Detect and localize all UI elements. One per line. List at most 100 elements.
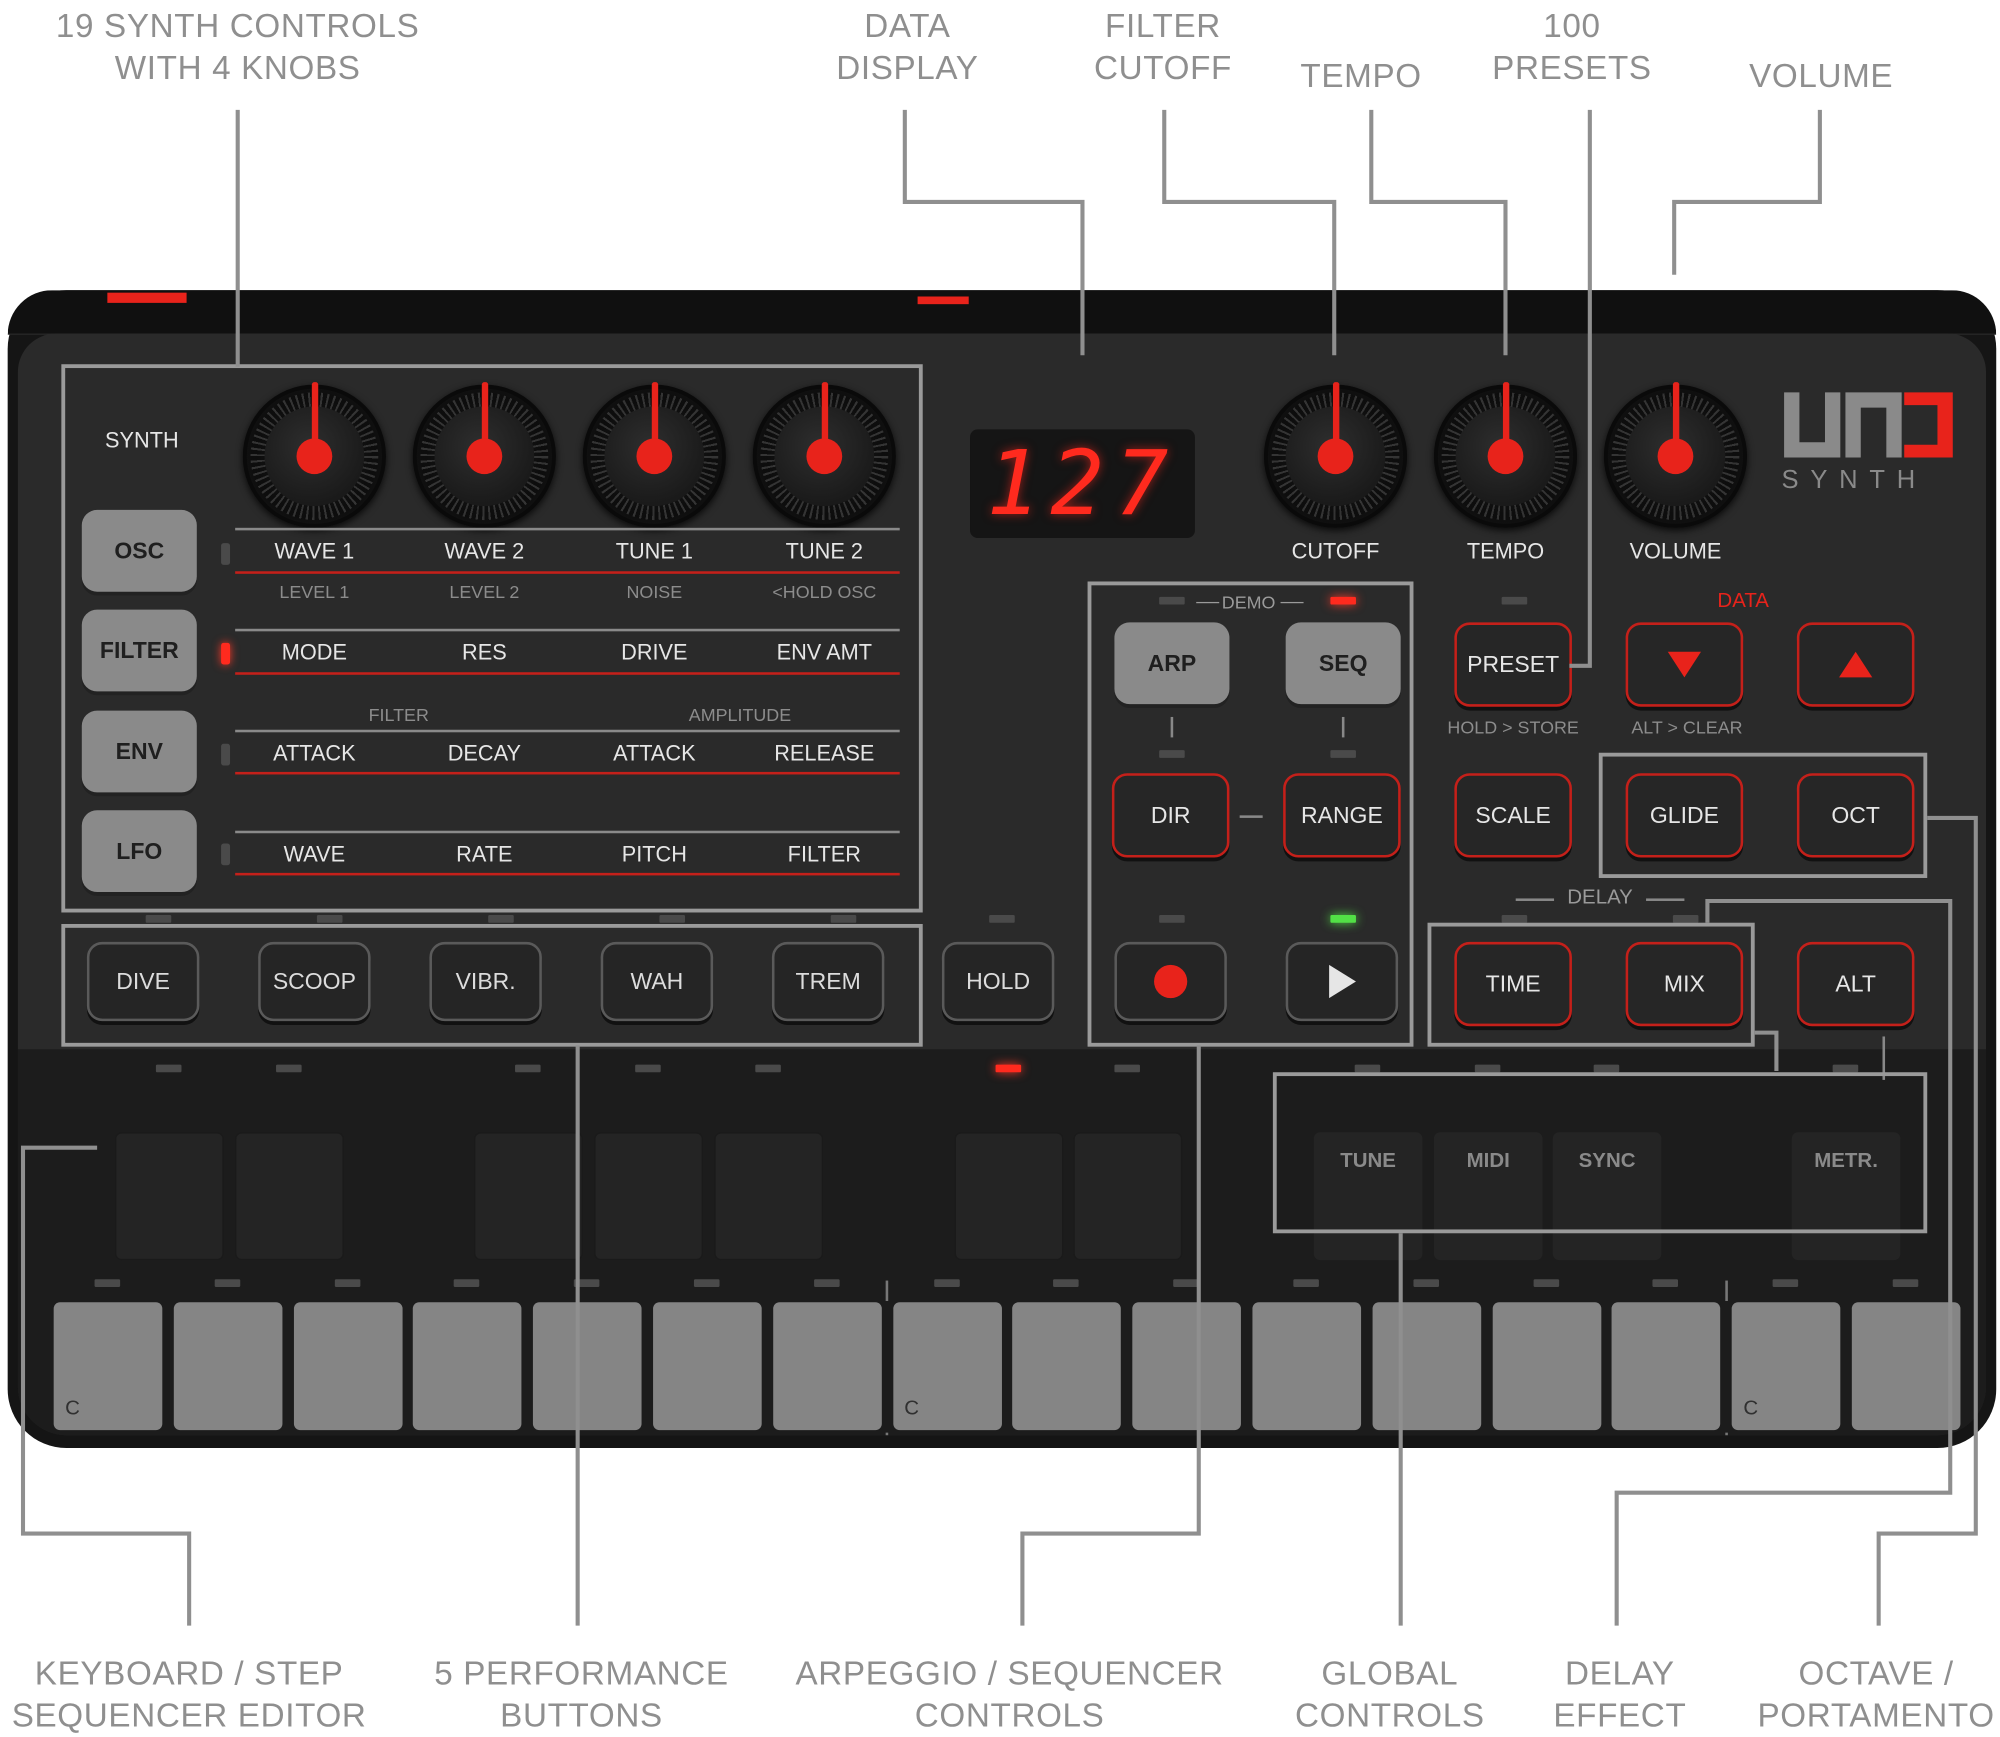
- black-key[interactable]: [954, 1132, 1064, 1261]
- synth-knob-3[interactable]: [582, 382, 726, 528]
- wah-button[interactable]: WAH: [600, 941, 714, 1022]
- delay-mix-button[interactable]: MIX: [1625, 941, 1744, 1027]
- osc-led: [221, 543, 231, 565]
- vibr-button[interactable]: VIBR.: [429, 941, 542, 1022]
- leader-arpeggio: [1020, 1045, 1201, 1626]
- leader-octave: [1876, 815, 1978, 1626]
- callout-line: DELAY: [1565, 1653, 1675, 1693]
- step-key[interactable]: [53, 1302, 163, 1431]
- data-display: 127: [970, 429, 1195, 539]
- hold-button[interactable]: HOLD: [941, 941, 1055, 1022]
- knob-pointer: [1672, 382, 1679, 457]
- callout-line: 5 PERFORMANCE: [434, 1653, 729, 1693]
- uno-logo-icon: [1784, 392, 1953, 458]
- data-down-button[interactable]: [1625, 622, 1744, 707]
- oct-button[interactable]: OCT: [1796, 773, 1915, 858]
- scale-button[interactable]: SCALE: [1454, 773, 1572, 858]
- param-level-2: LEVEL 2: [449, 581, 520, 602]
- octave-divider: [1725, 1432, 1728, 1436]
- play-button[interactable]: [1285, 941, 1399, 1022]
- step-key[interactable]: [892, 1302, 1002, 1431]
- step-key[interactable]: [772, 1302, 882, 1431]
- data-up-button[interactable]: [1796, 622, 1915, 707]
- dir-range-connector: [1239, 815, 1263, 818]
- black-key[interactable]: [115, 1132, 224, 1261]
- midi-key[interactable]: MIDI: [1433, 1132, 1543, 1261]
- callout-line: CONTROLS: [1294, 1695, 1485, 1735]
- osc-button[interactable]: OSC: [81, 509, 197, 592]
- trem-button[interactable]: TREM: [771, 941, 885, 1022]
- step-key[interactable]: [1132, 1302, 1242, 1431]
- callout-line: TEMPO: [1300, 56, 1422, 95]
- callout-performance: 5 PERFORMANCE BUTTONS: [415, 1652, 747, 1736]
- record-button[interactable]: [1114, 941, 1227, 1022]
- param-drive: DRIVE: [621, 640, 688, 665]
- callout-line: CUTOFF: [1093, 48, 1232, 87]
- step-key[interactable]: [1731, 1302, 1841, 1431]
- step-key[interactable]: [1851, 1302, 1961, 1431]
- step-key[interactable]: [413, 1302, 522, 1431]
- delay-frame: [1427, 922, 1755, 1047]
- param-row-red-line: [235, 571, 900, 574]
- key-led: [1892, 1279, 1919, 1287]
- callout-data-display: DATA DISPLAY: [805, 5, 1009, 89]
- step-key[interactable]: [1012, 1302, 1122, 1431]
- param-lfo-wave: WAVE: [283, 842, 346, 867]
- synth-device: SYNTH OSC FILTER ENV LFO WAVE 1 WAVE 2 T…: [7, 290, 1997, 1448]
- step-key[interactable]: [293, 1302, 403, 1431]
- env-button[interactable]: ENV: [81, 710, 197, 793]
- leader-volume: [1672, 109, 1822, 275]
- param-level-1: LEVEL 1: [279, 581, 350, 602]
- step-key[interactable]: [1492, 1302, 1601, 1431]
- glide-button[interactable]: GLIDE: [1625, 773, 1744, 858]
- dive-led: [145, 915, 172, 923]
- synth-knob-2[interactable]: [412, 382, 556, 528]
- param-row-red-line: [235, 771, 900, 775]
- delay-time-button[interactable]: TIME: [1454, 941, 1572, 1027]
- c-note-label: C: [65, 1398, 80, 1420]
- arp-button[interactable]: ARP: [1114, 622, 1230, 705]
- black-key[interactable]: [714, 1132, 824, 1261]
- dir-button[interactable]: DIR: [1111, 773, 1230, 858]
- performance-frame: [61, 923, 923, 1047]
- dive-button[interactable]: DIVE: [86, 941, 200, 1022]
- cutoff-knob[interactable]: [1263, 382, 1408, 528]
- black-key[interactable]: [235, 1132, 344, 1261]
- synth-knob-4[interactable]: [752, 382, 896, 528]
- knob-pointer: [651, 382, 658, 457]
- preset-button[interactable]: PRESET: [1454, 622, 1572, 707]
- step-key[interactable]: [533, 1302, 642, 1431]
- black-key[interactable]: [594, 1132, 703, 1261]
- tempo-knob[interactable]: [1433, 382, 1578, 528]
- step-key[interactable]: [1612, 1302, 1721, 1431]
- step-key[interactable]: [653, 1302, 762, 1431]
- param-row-red-line: [235, 672, 900, 675]
- seq-button[interactable]: SEQ: [1285, 622, 1401, 705]
- knob-cap: [806, 438, 843, 475]
- filter-button[interactable]: FILTER: [81, 609, 197, 692]
- step-key[interactable]: [173, 1302, 283, 1431]
- leader-keyboard: [20, 1145, 192, 1626]
- tune-key[interactable]: TUNE: [1313, 1132, 1423, 1261]
- metronome-key[interactable]: METR.: [1791, 1132, 1901, 1261]
- param-row-red-line: [235, 872, 900, 876]
- key-led: [515, 1064, 541, 1073]
- param-tune-2: TUNE 2: [785, 539, 863, 564]
- callout-line: PORTAMENTO: [1757, 1695, 1995, 1735]
- step-key[interactable]: [1372, 1302, 1481, 1431]
- lfo-button[interactable]: LFO: [81, 810, 197, 893]
- param-amp-attack: ATTACK: [613, 741, 696, 766]
- header-amplitude: AMPLITUDE: [688, 704, 792, 725]
- range-button[interactable]: RANGE: [1283, 773, 1401, 858]
- alt-button[interactable]: ALT: [1796, 941, 1915, 1027]
- scoop-button[interactable]: SCOOP: [258, 941, 371, 1022]
- demo-label: DEMO: [1191, 592, 1306, 612]
- step-key[interactable]: [1252, 1302, 1362, 1431]
- sync-key[interactable]: SYNC: [1552, 1132, 1662, 1261]
- synth-knob-1[interactable]: [242, 382, 386, 528]
- black-key[interactable]: [474, 1132, 583, 1261]
- black-key[interactable]: [1073, 1132, 1183, 1261]
- mix-led: [1672, 915, 1699, 923]
- volume-knob[interactable]: [1603, 382, 1748, 528]
